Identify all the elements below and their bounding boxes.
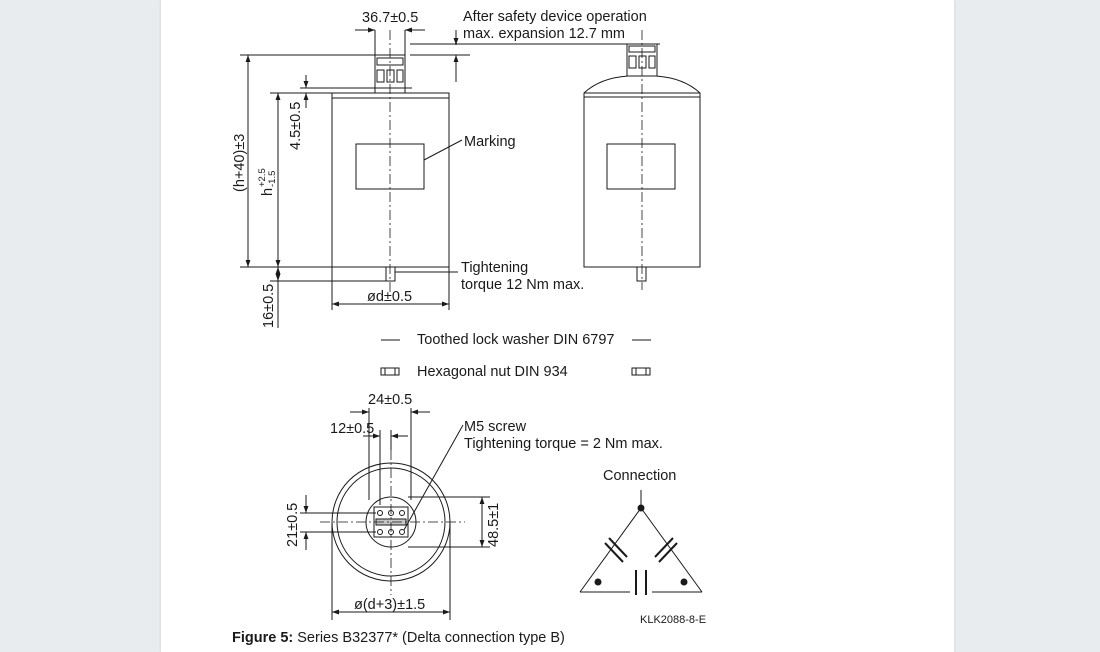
viewer-right-margin <box>954 0 1100 652</box>
label-m5-torque: Tightening torque = 2 Nm max. <box>464 436 663 452</box>
screw-terminals <box>377 510 405 535</box>
label-height-h: h +2.5 -1.5 <box>257 168 278 196</box>
caption-prefix: Figure 5: <box>232 630 294 646</box>
nut-symbols <box>380 367 651 376</box>
label-nut: Hexagonal nut DIN 934 <box>417 364 568 380</box>
caption-text: Series B32377* (Delta connection type B) <box>293 630 565 646</box>
label-total-height: (h+40)±3 <box>232 134 248 192</box>
capacitor-expanded-view <box>583 30 701 290</box>
marking-area-right <box>606 143 676 190</box>
label-terminal-height: 4.5±0.5 <box>288 102 304 150</box>
label-m5-screw: M5 screw <box>464 419 527 435</box>
label-width-12: 12±0.5 <box>330 421 374 437</box>
label-connection: Connection <box>603 468 676 484</box>
label-washer: Toothed lock washer DIN 6797 <box>417 332 614 348</box>
label-tightening-1: Tightening <box>461 260 528 276</box>
viewer-left-margin <box>0 0 161 652</box>
label-tightening-2: torque 12 Nm max. <box>461 277 584 293</box>
figure-caption: Figure 5: Series B32377* (Delta connecti… <box>232 630 565 646</box>
label-top-width: 36.7±0.5 <box>362 10 418 26</box>
svg-text:+2.5: +2.5 <box>257 168 268 187</box>
label-dim-21: 21±0.5 <box>285 503 301 547</box>
dimension-lines <box>240 27 660 328</box>
label-drawing-id: KLK2088-8-E <box>640 614 706 626</box>
label-safety-note-1: After safety device operation <box>463 9 647 25</box>
svg-text:h: h <box>260 188 276 196</box>
svg-text:-1.5: -1.5 <box>267 171 278 187</box>
label-dim-48: 48.5±1 <box>486 503 502 547</box>
label-outer-diameter: ø(d+3)±1.5 <box>354 597 425 613</box>
mounting-bolt <box>385 266 396 282</box>
capacitor-top-view <box>300 408 490 620</box>
label-bolt-length: 16±0.5 <box>261 284 277 328</box>
label-safety-note-2: max. expansion 12.7 mm <box>463 26 625 42</box>
label-marking: Marking <box>464 134 516 150</box>
capacitor-front-view <box>331 30 450 292</box>
label-width-24: 24±0.5 <box>368 392 412 408</box>
label-diameter: ød±0.5 <box>367 289 412 305</box>
document-page <box>161 0 954 652</box>
delta-connection-diagram <box>579 490 703 596</box>
